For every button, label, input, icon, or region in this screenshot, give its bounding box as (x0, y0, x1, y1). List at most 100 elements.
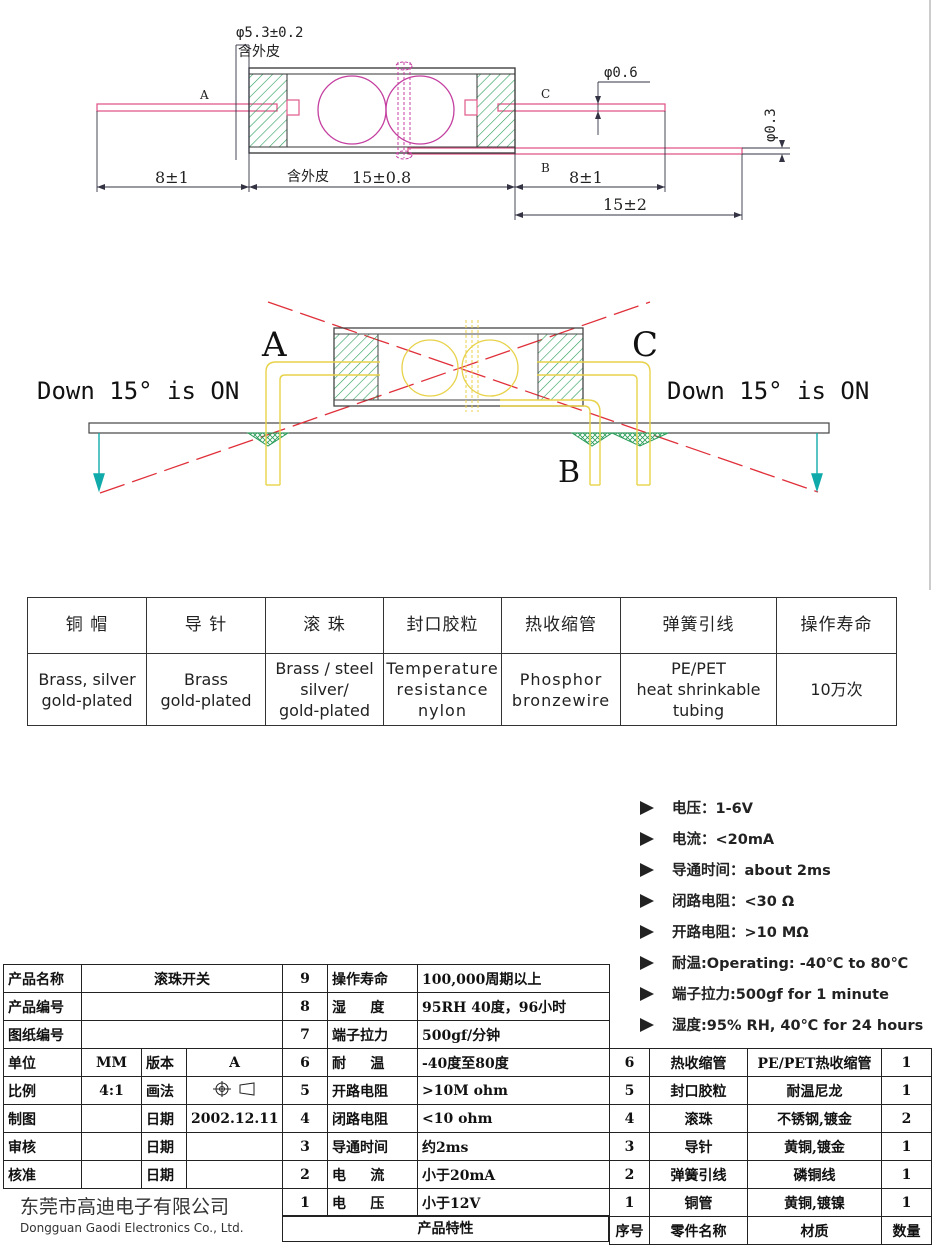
unit-value: MM (81, 1048, 142, 1077)
mat-value: Phosphor bronzewire (501, 653, 621, 726)
dim-right-lead: 8±1 (569, 168, 603, 187)
lead-c (497, 103, 666, 112)
dim-wire-diameter: φ0.3 (763, 108, 779, 142)
down-on-right: Down 15° is ON (667, 377, 869, 405)
seal-left (248, 73, 288, 148)
pcb-board (88, 422, 830, 434)
table-cell: 导通时间 (327, 1132, 418, 1161)
mat-header: 弹簧引线 (620, 596, 777, 655)
table-cell: 3 (282, 1132, 328, 1161)
table-cell: 4 (609, 1104, 650, 1133)
spec-item: 开路电阻：>10 MΩ (640, 916, 930, 947)
company-name: 东莞市高迪电子有限公司 Dongguan Gaodi Electronics C… (20, 1196, 244, 1235)
date-value: 2002.12.11 (185, 1104, 284, 1133)
mat-value: Brass gold-plated (146, 653, 266, 726)
top-label-b: B (541, 161, 550, 175)
table-cell: 热收缩管 (649, 1048, 748, 1077)
table-cell: 5 (609, 1076, 650, 1105)
table-cell: -40度至80度 (417, 1048, 610, 1077)
table-cell: 弹簧引线 (649, 1160, 748, 1189)
bullet-arrow-icon (640, 862, 654, 877)
info-label: 图纸编号 (3, 1020, 82, 1049)
table-cell (81, 1160, 142, 1189)
table-cell: PE/PET热收缩管 (747, 1048, 882, 1077)
materials-table: 铜 帽 导 针 滚 珠 封口胶粒 热收缩管 弹簧引线 操作寿命 Brass, s… (27, 596, 897, 726)
scale-value: 4:1 (81, 1076, 142, 1105)
technical-drawing: φ5.3±0.2 含外皮 φ0.6 A C B 8±1 含外皮 15±0.8 8… (37, 0, 931, 590)
seal-right (476, 73, 516, 148)
table-cell: 小于20mA (417, 1160, 610, 1189)
bullet-arrow-icon (640, 986, 654, 1001)
mat-header: 热收缩管 (501, 596, 621, 655)
spec-list: 电压：1-6V 电流：<20mA 导通时间：about 2ms 闭路电阻：<30… (640, 792, 930, 1040)
table-cell: 导针 (649, 1132, 748, 1161)
table-cell: 端子拉力 (327, 1020, 418, 1049)
down-on-left: Down 15° is ON (37, 377, 239, 405)
info-label: 产品名称 (3, 964, 82, 993)
table-cell: 耐温尼龙 (747, 1076, 882, 1105)
table-row: 核准日期 (3, 1160, 284, 1189)
table-cell: 2 (881, 1104, 932, 1133)
table-cell: 1 (282, 1188, 328, 1217)
table-cell: 湿 度 (327, 992, 418, 1021)
table-cell: 耐 温 (327, 1048, 418, 1077)
mat-value: 10万次 (776, 653, 897, 726)
spec-item: 闭路电阻：<30 Ω (640, 885, 930, 916)
dim-left-lead: 8±1 (155, 168, 189, 187)
bullet-arrow-icon (640, 1017, 654, 1032)
outer-note: 含外皮 (238, 44, 280, 60)
parts-footer: 序号零件名称材质数量 (609, 1216, 932, 1245)
lead-b (407, 147, 743, 155)
table-cell: 序号 (609, 1216, 650, 1245)
version-value: A (185, 1048, 284, 1077)
table-cell: 1 (881, 1188, 932, 1217)
side-label-a: A (261, 325, 287, 365)
table-cell (185, 1132, 284, 1161)
table-cell: 电 流 (327, 1160, 418, 1189)
table-cell: 小于12V (417, 1188, 610, 1217)
table-cell: 滚珠 (649, 1104, 748, 1133)
ball-2 (385, 75, 455, 145)
mat-value: Temperature resistance nylon (383, 653, 502, 726)
mat-header: 操作寿命 (776, 596, 897, 655)
table-row: 图纸编号 (3, 1020, 284, 1049)
table-cell: 材质 (747, 1216, 882, 1245)
spec-item: 耐温:Operating: -40℃ to 80℃ (640, 947, 930, 978)
table-cell (81, 1132, 142, 1161)
table-cell (81, 1104, 142, 1133)
table-cell: 1 (881, 1160, 932, 1189)
spec-item: 电流：<20mA (640, 823, 930, 854)
mat-header: 滚 珠 (265, 596, 384, 655)
table-cell: 闭路电阻 (327, 1104, 418, 1133)
table-cell: 电 压 (327, 1188, 418, 1217)
mat-value: PE/PET heat shrinkable tubing (620, 653, 777, 726)
table-cell: 4 (282, 1104, 328, 1133)
date-label: 日期 (141, 1104, 187, 1133)
table-cell: 1 (609, 1188, 650, 1217)
table-cell: 2 (609, 1160, 650, 1189)
table-cell: 1 (881, 1076, 932, 1105)
date-label: 日期 (141, 1160, 187, 1189)
date-label: 日期 (141, 1132, 187, 1161)
bullet-arrow-icon (640, 924, 654, 939)
characteristics-footer: 产品特性 (282, 1215, 609, 1242)
checked-label: 审核 (3, 1132, 82, 1161)
mounting-view: A C B Down 15° is ON Down 15° is ON (37, 301, 869, 494)
table-cell: 封口胶粒 (649, 1076, 748, 1105)
unit-label: 单位 (3, 1048, 82, 1077)
method-label: 画法 (141, 1076, 187, 1105)
table-cell: 黄铜,镀金 (747, 1132, 882, 1161)
